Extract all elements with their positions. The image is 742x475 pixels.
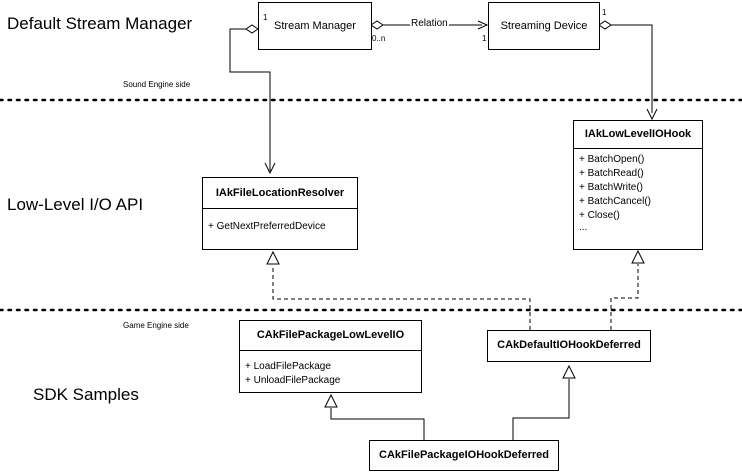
multiplicity-stream-manager-left: 1: [263, 13, 268, 22]
realization-resolver-line: [272, 265, 531, 330]
multiplicity-device-left: 1: [482, 34, 487, 43]
operations-iak-file-location-resolver: + GetNextPreferredDevice: [203, 209, 357, 234]
class-name-cak-default-io-hook-deferred: CAkDefaultIOHookDeferred: [497, 339, 641, 351]
operation-item: + LoadFilePackage: [245, 361, 331, 372]
operations-cak-file-package-low-level-io: + LoadFilePackage + UnloadFilePackage: [240, 351, 421, 388]
sound-engine-side-label: Sound Engine side: [123, 80, 191, 89]
operation-item: + BatchCancel(): [579, 196, 651, 207]
operation-item: ...: [579, 222, 588, 233]
operation-item: + BatchRead(): [579, 168, 644, 179]
streaming-device-label: Streaming Device: [500, 20, 588, 32]
arrowhead-resolver: [264, 162, 276, 175]
aggregation-diamond-resolver: [245, 24, 259, 34]
class-name-cak-file-package-low-level-io: CAkFilePackageLowLevelIO: [240, 321, 421, 351]
realization-arrow-resolver: [266, 250, 280, 265]
class-iak-low-level-io-hook[interactable]: IAkLowLevelIOHook + BatchOpen() + BatchR…: [573, 120, 703, 250]
generalization-arrow-default-hook: [562, 364, 576, 379]
section-title-stream-manager: Default Stream Manager: [7, 14, 193, 33]
class-cak-file-package-io-hook-deferred[interactable]: CAkFilePackageIOHookDeferred: [369, 440, 559, 471]
multiplicity-stream-manager-right: 0..n: [372, 34, 386, 43]
aggregation-resolver-line: [229, 28, 271, 171]
operation-item: + BatchOpen(): [579, 154, 645, 165]
arrowhead-io-hook: [646, 108, 658, 121]
operations-iak-low-level-io-hook: + BatchOpen() + BatchRead() + BatchWrite…: [574, 149, 702, 233]
aggregation-diamond-io-hook: [598, 20, 612, 30]
stream-manager-label: Stream Manager: [274, 20, 356, 32]
operation-item: + BatchWrite(): [579, 182, 643, 193]
realization-arrow-io-hook: [631, 249, 645, 264]
section-title-sdk-samples: SDK Samples: [33, 385, 139, 404]
aggregation-diamond-relation: [370, 20, 384, 30]
class-name-iak-low-level-io-hook: IAkLowLevelIOHook: [574, 121, 702, 149]
section-title-low-level-api: Low-Level I/O API: [7, 195, 144, 214]
streaming-device-box[interactable]: Streaming Device: [488, 2, 600, 50]
class-name-cak-file-package-io-hook-deferred: CAkFilePackageIOHookDeferred: [379, 449, 549, 461]
arrowhead-relation: [477, 20, 489, 30]
relation-label: Relation: [410, 18, 449, 29]
generalization-arrow-low-level-io: [324, 393, 338, 408]
aggregation-io-hook-line: [611, 24, 653, 113]
game-engine-side-label: Game Engine side: [123, 321, 189, 330]
operation-item: + Close(): [579, 210, 620, 221]
multiplicity-device-right: 1: [602, 8, 607, 17]
class-name-iak-file-location-resolver: IAkFileLocationResolver: [203, 178, 357, 209]
realization-io-hook-line: [610, 264, 639, 330]
operation-item: + GetNextPreferredDevice: [208, 221, 326, 232]
class-iak-file-location-resolver[interactable]: IAkFileLocationResolver + GetNextPreferr…: [202, 177, 358, 250]
class-cak-file-package-low-level-io[interactable]: CAkFilePackageLowLevelIO + LoadFilePacka…: [239, 320, 422, 393]
class-cak-default-io-hook-deferred[interactable]: CAkDefaultIOHookDeferred: [487, 330, 651, 362]
operation-item: + UnloadFilePackage: [245, 375, 341, 386]
stream-manager-box[interactable]: Stream Manager: [258, 2, 372, 50]
generalization-low-level-io-line: [330, 408, 425, 440]
generalization-default-hook-line: [512, 379, 570, 440]
